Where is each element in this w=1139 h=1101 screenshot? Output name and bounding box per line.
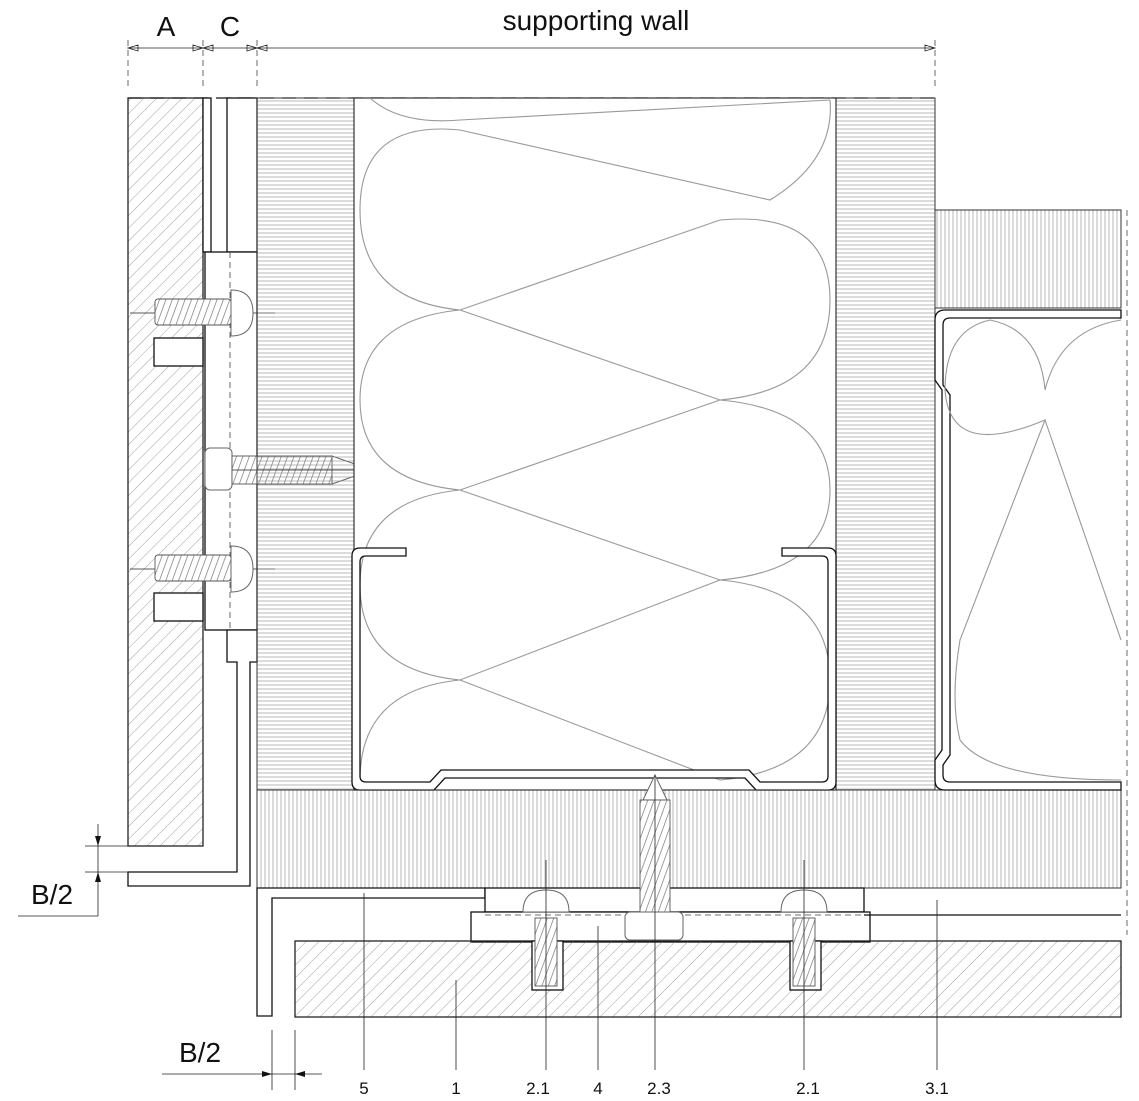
right-insulation-wool	[944, 319, 1122, 781]
dimension-label-bottom-b2: B/2	[179, 1037, 221, 1068]
right-wall-board-upper	[934, 209, 1122, 309]
self-drilling-screw-bottom	[624, 773, 684, 1070]
anchor-pocket-lower	[153, 592, 204, 622]
left-facade-panel	[127, 97, 204, 847]
left-b2-dimension	[18, 824, 128, 917]
dimension-label-a: A	[157, 11, 176, 42]
anchor-bolt-lower	[130, 545, 275, 593]
dimension-label-left-b2: B/2	[31, 879, 73, 910]
callout-1: 1	[451, 1079, 460, 1098]
dimension-label-c: C	[220, 11, 240, 42]
wall-base-board	[256, 789, 1122, 889]
bottom-b2-dimension	[162, 1030, 322, 1090]
anchor-pocket-upper	[153, 337, 204, 367]
callout-5: 5	[359, 1079, 368, 1098]
callout-2-1-right: 2.1	[796, 1079, 820, 1098]
callout-leaders	[363, 893, 938, 1070]
callout-2-1-left: 2.1	[526, 1079, 550, 1098]
wall-board-right	[835, 97, 936, 791]
c-profile	[351, 547, 837, 791]
callout-2-3: 2.3	[647, 1079, 671, 1098]
undercut-anchor-right	[780, 860, 828, 1070]
insulation-wool-pattern	[359, 97, 831, 781]
wall-board-left	[256, 97, 355, 791]
anchor-bolt-upper	[130, 289, 275, 337]
callout-4: 4	[593, 1079, 602, 1098]
undercut-anchor-left	[522, 860, 570, 1070]
bottom-facade-panel	[294, 940, 1122, 1018]
dimension-label-supporting-wall: supporting wall	[503, 5, 690, 36]
right-c-profile	[934, 309, 1122, 791]
insulation-core	[353, 97, 837, 791]
top-dimension-line	[126, 40, 937, 90]
callout-3-1: 3.1	[925, 1079, 949, 1098]
